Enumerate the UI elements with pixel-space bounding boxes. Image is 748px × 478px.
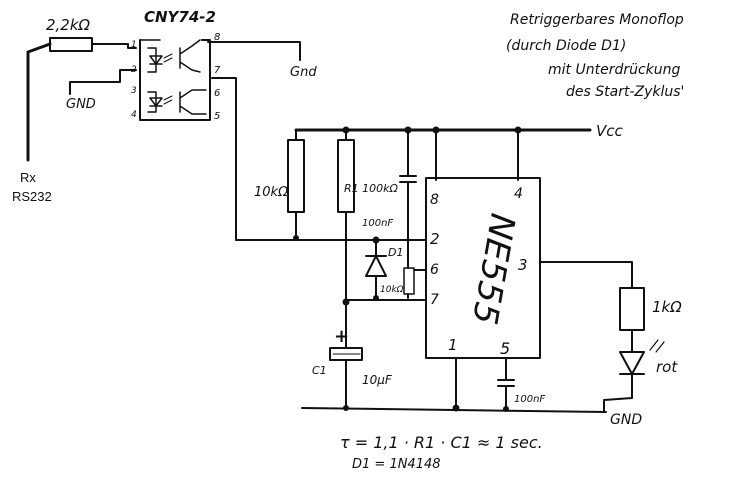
ic-pin-2: 2 (430, 230, 440, 248)
diode-label: D1 (388, 246, 403, 259)
gnd-left-label: GND (66, 97, 96, 112)
title-line-4: des Start-Zyklus' (566, 84, 684, 100)
output-wiring (539, 261, 645, 413)
bottom-pins-wiring (455, 357, 515, 409)
small-resistor-label: 10kΩ (380, 285, 404, 295)
ic-supply-pins (435, 129, 519, 181)
led-arrows (649, 339, 665, 353)
time-constant-formula: τ = 1,1 · R1 · C1 ≈ 1 sec. (340, 433, 543, 452)
pullup-resistor-label: 10kΩ (254, 185, 288, 200)
optocoupler-label: CNY74-2 (144, 8, 216, 26)
ic-pin-8: 8 (430, 192, 439, 208)
vcc-junctions (342, 126, 522, 134)
ic-pin-7: 7 (430, 292, 439, 308)
timing-resistor-r1 (337, 139, 355, 213)
gnd-bottom-label: GND (610, 412, 642, 428)
top-capacitor (399, 129, 417, 269)
opto-pin-2: 2 (131, 65, 137, 75)
c1-capacitor (329, 347, 363, 361)
small-resistor (403, 267, 415, 295)
rs232-label: RS232 (12, 189, 52, 204)
led-color-label: rot (656, 358, 678, 376)
ne555-ic (425, 177, 541, 359)
c1-value: 10µF (362, 373, 393, 387)
title-line-2: (durch Diode D1) (506, 38, 626, 54)
input-resistor (49, 37, 93, 52)
ic-pin-3: 3 (518, 256, 528, 274)
ic-pin-1: 1 (448, 336, 458, 354)
ic-pin-6: 6 (430, 262, 439, 278)
r1-label: R1 100kΩ (344, 182, 399, 195)
opto-pin-8: 8 (214, 32, 220, 43)
gnd-top-label: Gnd (290, 65, 317, 80)
diode-type-note: D1 = 1N4148 (352, 457, 441, 472)
diode-d1 (365, 239, 387, 299)
ic-pin-4: 4 (514, 186, 523, 202)
led-resistor (619, 287, 645, 331)
rx-label: Rx (20, 170, 36, 185)
opto-output-wires (207, 41, 301, 241)
c1-label: C1 (312, 364, 327, 377)
title-line-3: mit Unterdrückung (548, 62, 681, 78)
opto-pin-3: 3 (131, 86, 137, 96)
pullup-resistor (287, 139, 305, 213)
vcc-label: Vcc (596, 122, 624, 140)
optocoupler (139, 39, 211, 121)
opto-pin-6: 6 (214, 88, 220, 99)
input-wiring (26, 37, 137, 162)
led-resistor-label: 1kΩ (652, 298, 682, 316)
opto-pin-7: 7 (214, 65, 221, 76)
ic-pin-5: 5 (500, 339, 510, 358)
top-capacitor-label: 100nF (362, 218, 393, 229)
title-line-1: Retriggerbares Monoflop (510, 12, 684, 28)
bottom-capacitor-label: 100nF (514, 394, 545, 405)
ic-name: NE555 (464, 210, 523, 327)
opto-pin-1: 1 (131, 40, 137, 50)
opto-pin-4: 4 (131, 110, 137, 120)
input-resistor-label: 2,2kΩ (46, 16, 91, 34)
c1-plus: + (334, 326, 349, 347)
opto-pin-5: 5 (214, 111, 220, 122)
